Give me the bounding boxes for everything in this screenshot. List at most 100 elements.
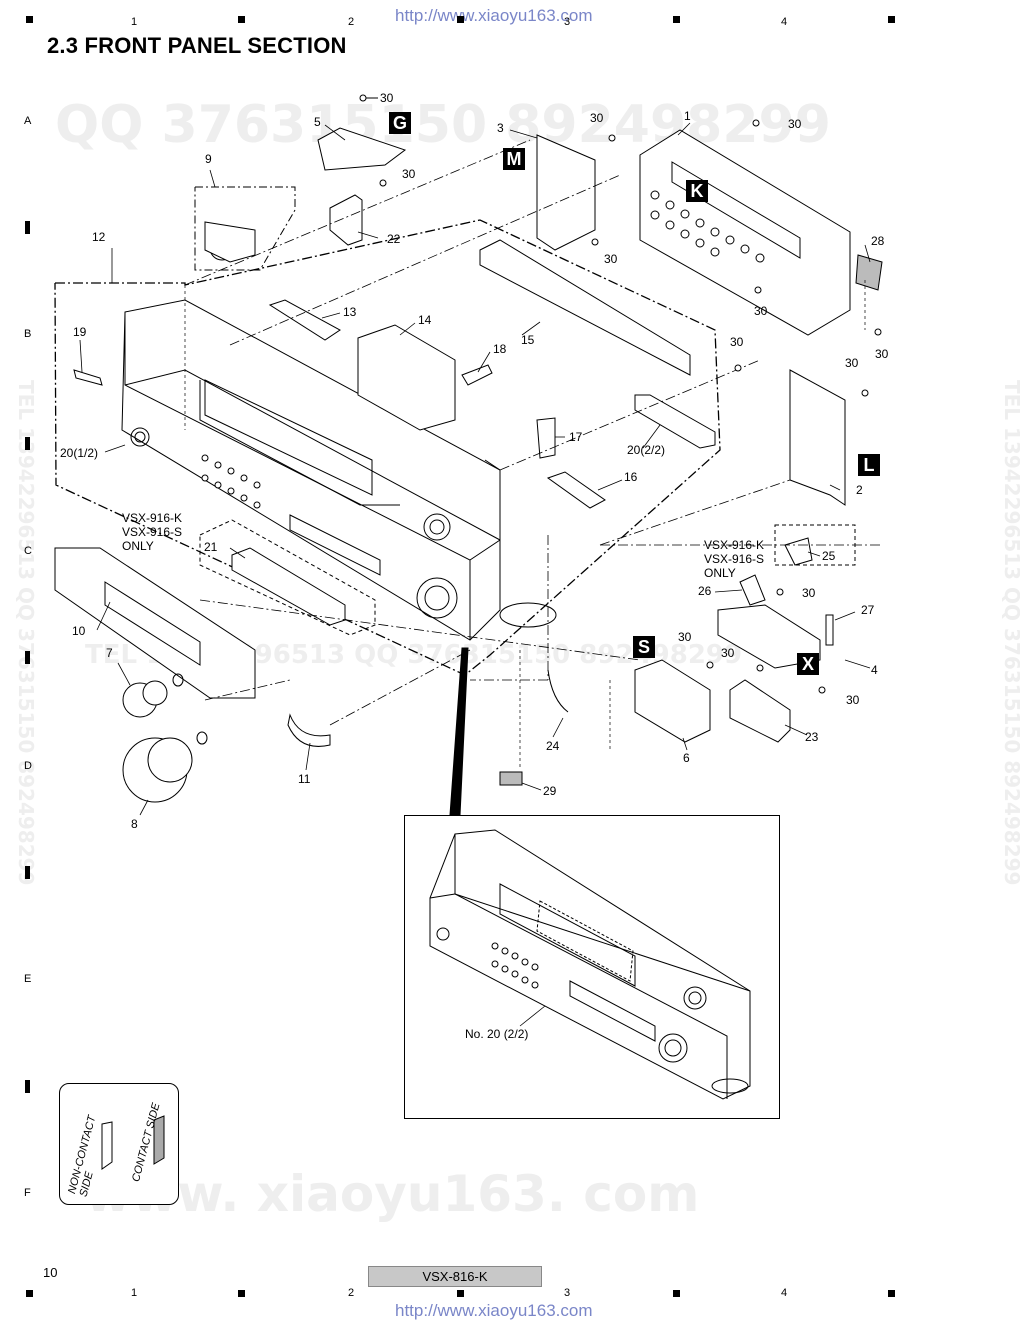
watermark-left-vertical: TEL 13942296513 QQ 376315150 892498299 — [14, 380, 38, 886]
group-25-frame — [774, 524, 856, 566]
callout-3: 3 — [497, 121, 504, 135]
part-9 — [204, 221, 256, 263]
part-28 — [855, 254, 883, 291]
page-number: 10 — [43, 1265, 58, 1280]
callout-30: 30 — [402, 167, 416, 181]
note-line: VSX-916-S — [122, 525, 183, 539]
column-number: 1 — [131, 1287, 138, 1299]
part-4 — [717, 604, 821, 669]
knob-7 — [122, 673, 184, 718]
row-letter: D — [24, 760, 32, 772]
callout-23: 23 — [805, 730, 819, 744]
section-title: 2.3 FRONT PANEL SECTION — [47, 33, 347, 58]
callout-14: 14 — [418, 313, 432, 327]
callout-18: 18 — [493, 342, 507, 356]
group-21-frame — [199, 519, 376, 636]
legend-shapes — [101, 1115, 165, 1170]
inset-box: No. 20 (2/2) — [404, 815, 780, 1119]
row-letter: A — [24, 115, 32, 127]
part-17 — [536, 417, 556, 459]
column-number: 2 — [348, 1287, 355, 1299]
callout-6: 6 — [683, 751, 690, 765]
callout-29: 29 — [543, 784, 557, 798]
note-line: ONLY — [704, 566, 736, 580]
part-18 — [461, 364, 493, 386]
note-only-right: VSX-916-K VSX-916-S ONLY — [704, 538, 764, 580]
part-15 — [479, 239, 691, 376]
note-only-left: VSX-916-K VSX-916-S ONLY — [122, 511, 182, 553]
group-12-frame — [54, 219, 721, 676]
callout-30: 30 — [678, 630, 692, 644]
callout-30: 30 — [846, 693, 860, 707]
callout-16: 16 — [624, 470, 638, 484]
watermark-bottom: www. xiaoyu163. com — [85, 1165, 700, 1223]
board-tag-g: G — [392, 113, 407, 133]
header-url[interactable]: http://www.xiaoyu163.com — [395, 6, 593, 25]
part-24 — [547, 669, 569, 713]
knob-8 — [122, 731, 208, 803]
board-tags — [389, 112, 880, 675]
callout-30: 30 — [721, 646, 735, 660]
part-5 — [317, 127, 407, 171]
top-marker — [457, 16, 464, 23]
part-14 — [357, 324, 456, 431]
bottom-marker — [888, 1290, 895, 1297]
part-6 — [634, 659, 711, 743]
bottom-marker — [238, 1290, 245, 1297]
side-marker — [25, 866, 30, 879]
callout-8: 8 — [131, 817, 138, 831]
row-letter: F — [24, 1187, 31, 1199]
model-badge: VSX-816-K — [368, 1266, 542, 1287]
part-21 — [231, 547, 346, 626]
part-23 — [729, 679, 791, 743]
callout-30: 30 — [604, 252, 618, 266]
top-marker — [673, 16, 680, 23]
top-marker — [888, 16, 895, 23]
callout-30: 30 — [380, 91, 394, 105]
column-number: 3 — [564, 1287, 571, 1299]
callout-12: 12 — [92, 230, 106, 244]
side-marker — [25, 221, 30, 234]
callout-20-1of2: 20(1/2) — [60, 446, 99, 460]
board-k — [639, 129, 851, 336]
side-marker — [25, 651, 30, 664]
callout-26: 26 — [698, 584, 712, 598]
callout-30: 30 — [590, 111, 604, 125]
part-26 — [739, 574, 766, 606]
board-tag-m: M — [506, 149, 522, 169]
note-line: ONLY — [122, 539, 154, 553]
callout-5: 5 — [314, 115, 321, 129]
callout-9: 9 — [205, 152, 212, 166]
watermark-right-vertical: TEL 13942296513 QQ 376315150 892498299 — [1000, 380, 1020, 886]
contact-side-legend: NON-CONTACT SIDE CONTACT SIDE — [59, 1083, 179, 1205]
callout-2: 2 — [856, 483, 863, 497]
callout-13: 13 — [343, 305, 357, 319]
part-19 — [73, 369, 103, 386]
note-line: VSX-916-K — [704, 538, 765, 552]
part-16 — [546, 471, 606, 509]
column-number: 4 — [781, 1287, 788, 1299]
board-tag-x: X — [801, 654, 814, 674]
footer-url[interactable]: http://www.xiaoyu163.com — [395, 1301, 593, 1320]
callout-17: 17 — [569, 430, 583, 444]
column-number: 2 — [348, 16, 355, 28]
callout-28: 28 — [871, 234, 885, 248]
row-letter: C — [24, 545, 32, 557]
callout-21: 21 — [204, 540, 218, 554]
part-13 — [268, 299, 341, 341]
part-11 — [287, 713, 331, 747]
top-marker — [238, 16, 245, 23]
inset-pointer — [449, 647, 469, 816]
bottom-marker — [26, 1290, 33, 1297]
board-m — [536, 134, 596, 251]
column-number: 1 — [131, 16, 138, 28]
row-letter: E — [24, 973, 32, 985]
part-20b — [634, 394, 716, 449]
callout-20-2of2: 20(2/2) — [627, 443, 666, 457]
callout-4: 4 — [871, 663, 878, 677]
part-27 — [825, 614, 834, 646]
callout-19: 19 — [73, 325, 87, 339]
note-line: VSX-916-S — [704, 552, 765, 566]
group-9-frame — [194, 186, 296, 271]
